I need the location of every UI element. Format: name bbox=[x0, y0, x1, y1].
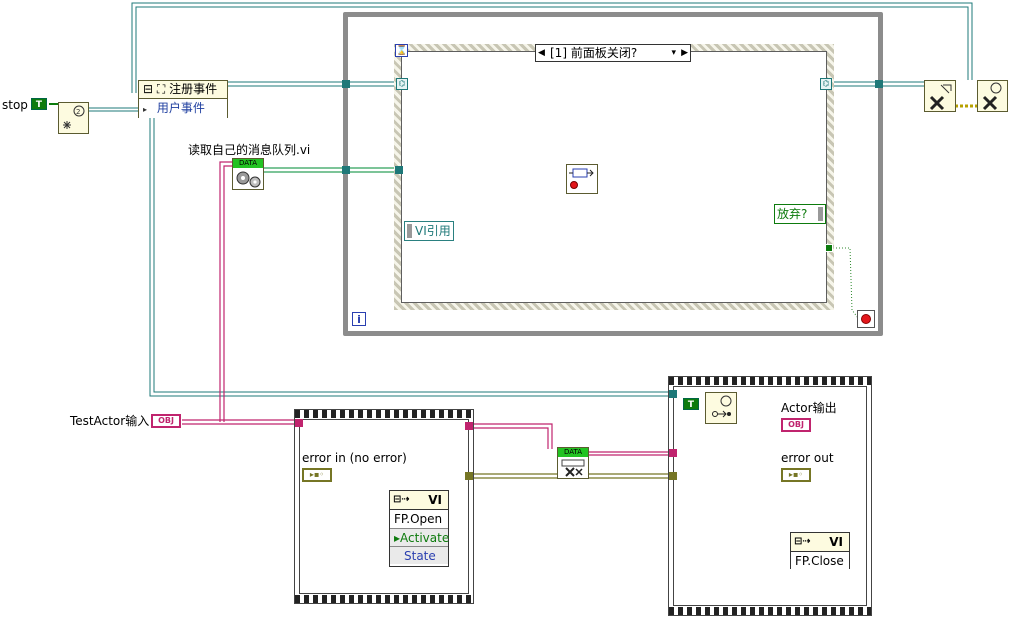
discard-tunnel bbox=[825, 244, 833, 252]
selector-prev-arrow[interactable]: ◀ bbox=[538, 48, 545, 58]
vi-ref-data-node: VI引用 bbox=[404, 221, 454, 241]
event-reg-tunnel-out: ⌬ bbox=[820, 78, 832, 90]
invoke-open-method: FP.Open bbox=[390, 510, 448, 528]
selector-text: [1] 前面板关闭? bbox=[550, 46, 638, 60]
generate-event-icon bbox=[712, 395, 732, 418]
activate-label: Activate bbox=[400, 531, 450, 545]
event-case-selector[interactable]: ◀ [1] 前面板关闭? ▾ ▶ bbox=[535, 44, 691, 62]
film-strip-top-2 bbox=[669, 377, 871, 385]
stop-true-constant[interactable]: T bbox=[31, 98, 47, 110]
read-queue-vi-node[interactable]: DATA bbox=[232, 158, 264, 190]
discard-handle-icon bbox=[818, 207, 823, 221]
gears-icon bbox=[236, 171, 261, 188]
event-timeout-terminal: ⌛ bbox=[395, 44, 408, 57]
arrow-right-icon: ▸ bbox=[143, 105, 148, 114]
seq1-obj-tunnel-out bbox=[465, 422, 473, 430]
release-queue-node[interactable]: DATA bbox=[557, 447, 589, 479]
user-event-icon: 2 bbox=[63, 105, 85, 129]
unregister-events-node[interactable] bbox=[924, 80, 956, 112]
read-queue-vi-label: 读取自己的消息队列.vi bbox=[188, 143, 311, 157]
stop-label: stop bbox=[2, 98, 28, 112]
queue-icon bbox=[569, 168, 594, 189]
loop-tunnel-right-ref bbox=[875, 80, 883, 88]
register-events-item: 用户事件 bbox=[156, 101, 205, 115]
case-tunnel-queue bbox=[395, 166, 403, 174]
invoke-method-icon: ⊟⇢ bbox=[393, 494, 410, 505]
event-structure-frame[interactable] bbox=[394, 44, 834, 310]
vi-ref-label: VI引用 bbox=[415, 224, 451, 238]
error-in-label: error in (no error) bbox=[302, 451, 407, 465]
stop-condition-terminal[interactable] bbox=[857, 310, 875, 328]
invoke-open-param-state: State bbox=[390, 546, 448, 564]
enqueue-node[interactable] bbox=[566, 164, 598, 194]
film-strip-bottom bbox=[295, 595, 473, 603]
testactor-input-label: TestActor输入 bbox=[70, 414, 150, 428]
event-reg-tunnel-in: ⌬ bbox=[396, 78, 408, 90]
sequence-2-diagram bbox=[673, 386, 867, 606]
seq1-obj-tunnel-in bbox=[295, 419, 303, 427]
error-out-terminal[interactable]: ▸▪◦ bbox=[781, 468, 811, 482]
testactor-input-terminal[interactable]: OBJ bbox=[151, 414, 181, 428]
selector-next-arrow[interactable]: ▶ bbox=[681, 48, 688, 58]
state-label: State bbox=[404, 549, 436, 563]
error-out-label: error out bbox=[781, 451, 834, 465]
vi-ref-handle-icon bbox=[407, 224, 412, 238]
register-events-node[interactable]: ⊟ ⛶ 注册事件 ▸ 用户事件 bbox=[138, 80, 228, 118]
invoke-open-header: ⊟⇢ VI bbox=[390, 491, 448, 510]
seq2-true-constant[interactable]: T bbox=[683, 398, 699, 410]
create-user-event-node[interactable]: 2 bbox=[58, 102, 89, 134]
seq2-obj-tunnel-in bbox=[669, 449, 677, 457]
film-strip-top bbox=[295, 410, 473, 418]
seq2-ref-tunnel-in bbox=[669, 390, 677, 398]
seq2-err-tunnel-in bbox=[669, 472, 677, 480]
loop-tunnel-left-ref bbox=[342, 80, 350, 88]
invoke-open-param-activate: ▸Activate bbox=[390, 528, 450, 546]
loop-iteration-terminal: i bbox=[352, 312, 366, 326]
stop-sign-icon bbox=[861, 314, 871, 324]
invoke-close-method: FP.Close bbox=[791, 552, 849, 570]
loop-tunnel-left-queue bbox=[342, 166, 350, 174]
invoke-close-class: VI bbox=[829, 535, 843, 549]
invoke-close-method-icon: ⊟⇢ bbox=[794, 536, 811, 547]
data-banner: DATA bbox=[233, 159, 263, 168]
release-data-banner: DATA bbox=[558, 448, 588, 457]
destroy-user-event-node[interactable] bbox=[977, 80, 1008, 112]
register-events-icon: ⊟ ⛶ bbox=[143, 82, 166, 96]
seq1-err-tunnel-out bbox=[465, 472, 473, 480]
flat-sequence-2[interactable] bbox=[668, 376, 872, 616]
destroy-event-icon bbox=[982, 82, 1002, 111]
svg-text:2: 2 bbox=[76, 108, 80, 116]
film-strip-bottom-2 bbox=[669, 607, 871, 615]
generate-user-event-node[interactable] bbox=[705, 392, 737, 424]
while-loop-frame[interactable] bbox=[343, 12, 883, 336]
actor-output-label: Actor输出 bbox=[781, 401, 837, 415]
selector-dropdown-arrow[interactable]: ▾ bbox=[671, 48, 676, 58]
release-icon bbox=[561, 459, 585, 477]
invoke-close-header: ⊟⇢ VI bbox=[791, 533, 849, 552]
event-structure-diagram bbox=[401, 51, 827, 303]
error-in-terminal[interactable]: ▸▪◦ bbox=[302, 468, 332, 482]
invoke-fp-close-node[interactable]: ⊟⇢ VI FP.Close bbox=[790, 532, 850, 570]
actor-output-terminal[interactable]: OBJ bbox=[781, 418, 811, 432]
invoke-open-class: VI bbox=[428, 493, 442, 507]
discard-data-node: 放弃? bbox=[774, 204, 826, 224]
invoke-fp-open-node[interactable]: ⊟⇢ VI FP.Open ▸Activate State bbox=[389, 490, 449, 567]
discard-label: 放弃? bbox=[777, 207, 808, 221]
register-events-title: 注册事件 bbox=[169, 82, 218, 96]
unregister-icon bbox=[929, 84, 952, 111]
